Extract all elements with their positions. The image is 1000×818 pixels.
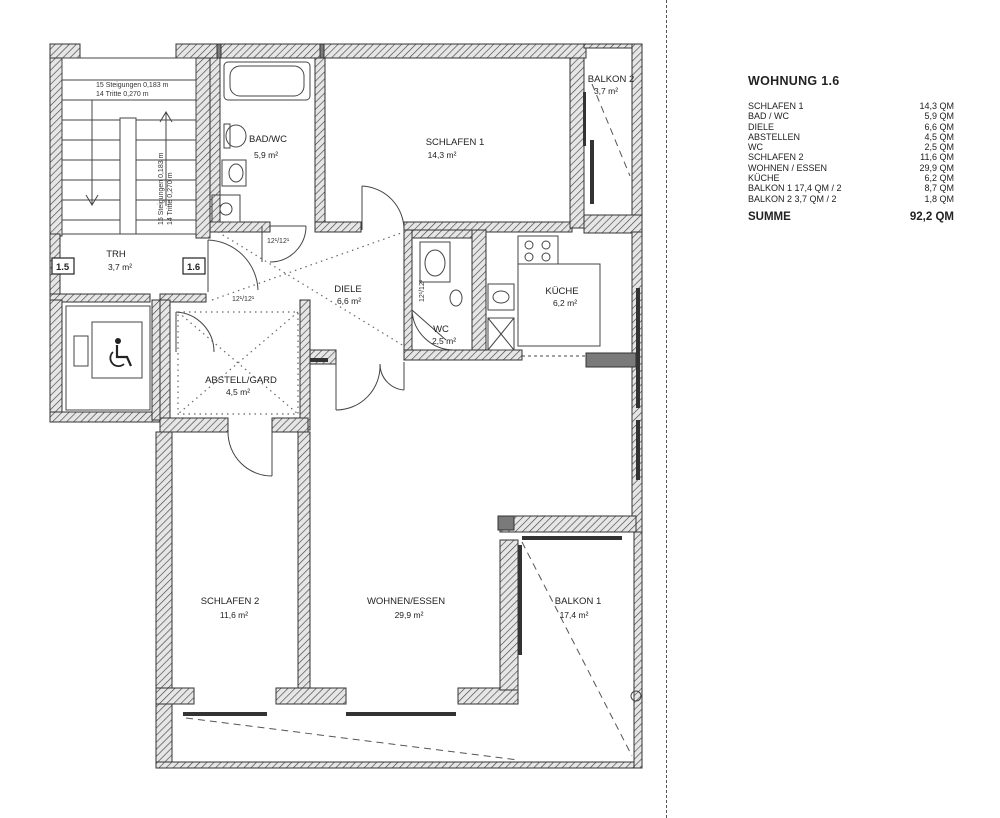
legend-row: WC 2,5 QM [748, 142, 954, 152]
sheet-cut-line [666, 0, 667, 818]
room-area-badwc: 5,9 m² [254, 150, 278, 160]
legend-row-label: BAD / WC [748, 111, 790, 122]
legend-row: ABSTELLEN 4,5 QM [748, 132, 954, 142]
staircase [61, 57, 197, 235]
overhead-lines [177, 83, 633, 761]
room-name-balkon2: BALKON 2 [588, 74, 634, 85]
room-name-badwc: BAD/WC [249, 134, 287, 145]
legend-sum: SUMME 92,2 QM [748, 211, 954, 223]
room-area-balkon2: 3,7 m² [594, 86, 618, 96]
legend-title: WOHNUNG 1.6 [748, 74, 840, 88]
room-name-schlafen2: SCHLAFEN 2 [201, 596, 260, 607]
legend-row: SCHLAFEN 2 11,6 QM [748, 152, 954, 162]
legend-rows: SCHLAFEN 1 14,3 QM BAD / WC 5,9 QM DIELE 6,… [748, 101, 954, 204]
floor-plan: BALKON 2 3,7 m² BAD/WC 5,9 m² SCHLAFEN 1… [49, 43, 643, 769]
legend-row-value: 8,7 QM [924, 183, 954, 194]
legend-row: SCHLAFEN 1 14,3 QM [748, 101, 954, 111]
room-area-balkon1: 17,4 m² [560, 610, 589, 620]
room-name-balkon1: BALKON 1 [555, 596, 601, 607]
stairs-risers-label: 15 Steigungen 0,183 m [96, 82, 169, 89]
legend-row-value: 6,6 QM [924, 121, 954, 132]
legend-sum-label: SUMME [748, 210, 791, 223]
stairs-treads-vlabel: 14 Tritte 0,270 m [167, 172, 174, 225]
legend-row-value: 1,8 QM [924, 193, 954, 204]
room-area-abstell: 4,5 m² [226, 387, 250, 397]
stairs-treads-label: 14 Tritte 0,270 m [96, 91, 149, 98]
room-area-schlafen2: 11,6 m² [220, 610, 248, 620]
room-area-schlafen1: 14,3 m² [428, 150, 457, 160]
legend-row-value: 29,9 QM [919, 162, 954, 173]
doors [175, 185, 455, 477]
room-labels: BALKON 2 3,7 m² BAD/WC 5,9 m² SCHLAFEN 1… [106, 74, 634, 620]
room-name-kueche: KÜCHE [545, 286, 578, 297]
legend-row-label: ABSTELLEN [748, 131, 801, 142]
legend-row-label: WOHNEN / ESSEN [748, 162, 828, 173]
room-area-trh: 3,7 m² [108, 262, 132, 272]
room-area-wohnen: 29,9 m² [395, 610, 424, 620]
legend-row-value: 14,3 QM [919, 101, 954, 111]
unit-label-1-6: 1.6 [187, 262, 200, 273]
area-legend: WOHNUNG 1.6 SCHLAFEN 1 14,3 QM BAD / WC 5,… [748, 74, 954, 223]
room-name-schlafen1: SCHLAFEN 1 [426, 137, 485, 148]
door-dim-wc: 12¹/12¹ [419, 279, 426, 302]
legend-sum-value: 92,2 QM [909, 210, 954, 223]
door-dim-entry: 12¹/12¹ [232, 296, 255, 303]
windows [183, 92, 640, 716]
walls [49, 43, 643, 769]
legend-row-label: KÜCHE [748, 173, 780, 184]
room-area-wc: 2,5 m² [432, 336, 456, 346]
fixtures [65, 61, 642, 702]
wheelchair-icon [109, 338, 133, 367]
annotations: 15 Steigungen 0,183 m 14 Tritte 0,270 m … [51, 82, 426, 367]
room-name-abstell: ABSTELL/GARD [205, 375, 277, 386]
legend-row-label: SCHLAFEN 2 [748, 152, 804, 163]
legend-row-value: 5,9 QM [924, 111, 954, 122]
legend-row: DIELE 6,6 QM [748, 122, 954, 132]
room-name-wc: WC [433, 324, 449, 335]
legend-row-label: SCHLAFEN 1 [748, 101, 804, 111]
legend-row: KÜCHE 6,2 QM [748, 173, 954, 183]
legend-row-value: 6,2 QM [924, 173, 954, 184]
room-name-wohnen: WOHNEN/ESSEN [367, 596, 445, 607]
unit-label-1-5: 1.5 [56, 262, 70, 273]
legend-row-value: 2,5 QM [924, 142, 954, 153]
stairs-risers-vlabel: 15 Steigungen 0,183 m [158, 152, 165, 225]
room-area-diele: 6,6 m² [337, 296, 361, 306]
legend-row: BALKON 1 17,4 QM / 2 8,7 QM [748, 183, 954, 193]
door-dim-bath: 12¹/12¹ [267, 238, 290, 245]
legend-row: BAD / WC 5,9 QM [748, 111, 954, 121]
legend-row-label: WC [748, 142, 763, 153]
legend-row-value: 11,6 QM [920, 152, 954, 163]
room-name-trh: TRH [106, 249, 126, 260]
room-area-kueche: 6,2 m² [553, 298, 577, 308]
legend-row: WOHNEN / ESSEN 29,9 QM [748, 163, 954, 173]
room-name-diele: DIELE [334, 284, 361, 295]
legend-row-label: BALKON 1 17,4 QM / 2 [748, 183, 842, 194]
legend-row-value: 4,5 QM [924, 131, 954, 142]
legend-row-label: BALKON 2 3,7 QM / 2 [748, 193, 837, 204]
legend-row: BALKON 2 3,7 QM / 2 1,8 QM [748, 194, 954, 204]
legend-row-label: DIELE [748, 121, 775, 132]
